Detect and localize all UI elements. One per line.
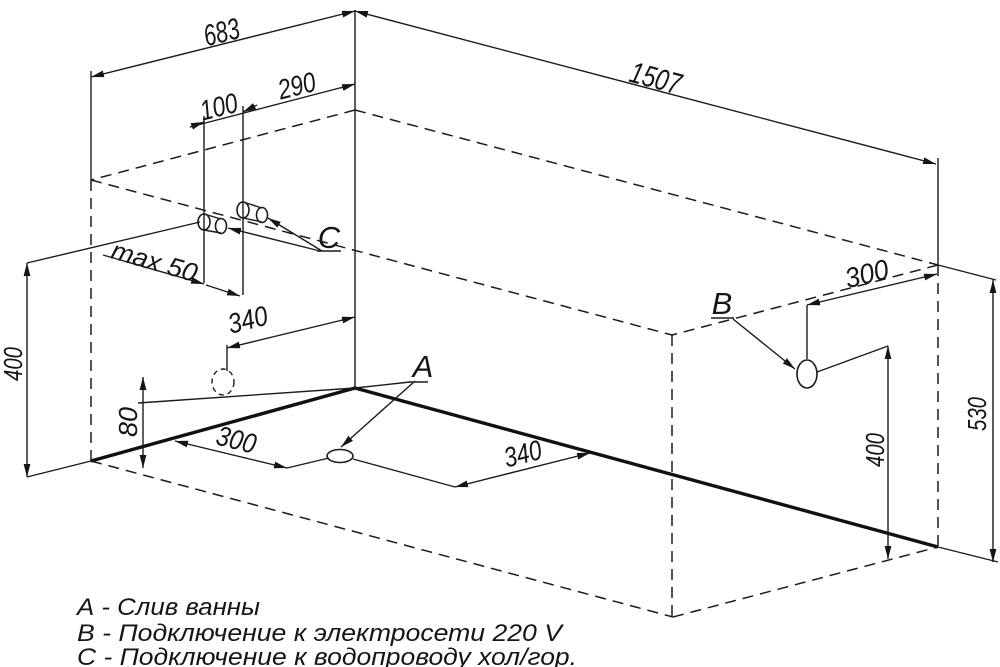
dim-text-300-floor: 300	[213, 420, 260, 460]
rim-edge-near-left	[90, 109, 356, 181]
dim-text-530: 530	[962, 397, 992, 431]
leader-c-left-pair	[227, 227, 321, 252]
dim-line-300-right	[806, 273, 938, 306]
ext-340-floor	[352, 458, 456, 488]
pipe-hot-inner	[255, 206, 269, 224]
dim-text-683: 683	[200, 12, 243, 53]
dim-line-max50-a	[102, 254, 205, 285]
dim-arrow-100-left	[189, 121, 205, 130]
ext-300-floor	[286, 457, 330, 469]
ext-400-top	[26, 221, 201, 264]
leader-b	[732, 318, 796, 370]
callout-b-label: B	[712, 286, 733, 321]
legend-line-c: С - Подключение к водопроводу хол/гор.	[77, 644, 577, 667]
dim-text-340-wall: 340	[225, 300, 272, 340]
dim-line-340-wall	[226, 316, 356, 349]
ext-400-bottom	[26, 460, 92, 478]
bottom-edge-front-left	[90, 386, 356, 463]
dim-text-100: 100	[197, 87, 242, 126]
bottom-edge-far-left	[90, 460, 674, 618]
ext-530-bottom	[937, 546, 999, 563]
callout-a-label: A	[411, 349, 434, 384]
electrical-point	[796, 359, 818, 389]
dim-line-1507	[354, 10, 937, 165]
leader-c-right-pair	[267, 217, 323, 252]
pipe-hot-bottom-line	[242, 217, 263, 223]
dim-line-max50-b	[205, 284, 241, 297]
dim-text-290: 290	[274, 66, 319, 106]
dim-text-400-left: 400	[0, 347, 28, 381]
pipe-cold-top-line	[203, 213, 222, 220]
dim-line-340-floor	[454, 452, 591, 488]
dim-text-340-floor: 340	[501, 434, 546, 473]
dim-arrow-100-right	[242, 103, 258, 113]
floor-drain-hole	[326, 448, 354, 464]
ext-530-top	[937, 264, 997, 281]
callout-c-label: C	[318, 220, 341, 255]
dim-text-400-right: 400	[860, 433, 890, 467]
dim-text-1507: 1507	[626, 56, 686, 102]
dim-text-80: 80	[113, 406, 143, 437]
rim-edge-far-left	[90, 179, 673, 336]
leader-a-floor-drain	[340, 380, 416, 448]
dim-line-300-floor	[174, 440, 288, 469]
bottom-edge-far-right	[672, 546, 939, 618]
dim-line-100-290-base	[189, 83, 356, 128]
pipe-hot-top-line	[242, 201, 263, 209]
wall-drain-hole	[211, 368, 235, 396]
ext-b-400	[816, 345, 889, 373]
legend-line-b: В - Подключение к электросети 220 V	[77, 620, 564, 647]
leader-a-wall-drain	[137, 381, 411, 404]
pipe-cold-inner	[214, 217, 228, 235]
dim-text-300-right: 300	[842, 253, 893, 294]
dim-text-max50: max 50	[108, 235, 201, 288]
bottom-edge-front-right	[354, 386, 939, 549]
pipe-cold-bottom-line	[203, 229, 222, 234]
rim-edge-near-right	[354, 109, 939, 266]
dim-line-683	[90, 10, 356, 78]
dim-arrow-290-right	[340, 83, 356, 91]
legend-line-a: А - Слив ванны	[75, 594, 261, 621]
